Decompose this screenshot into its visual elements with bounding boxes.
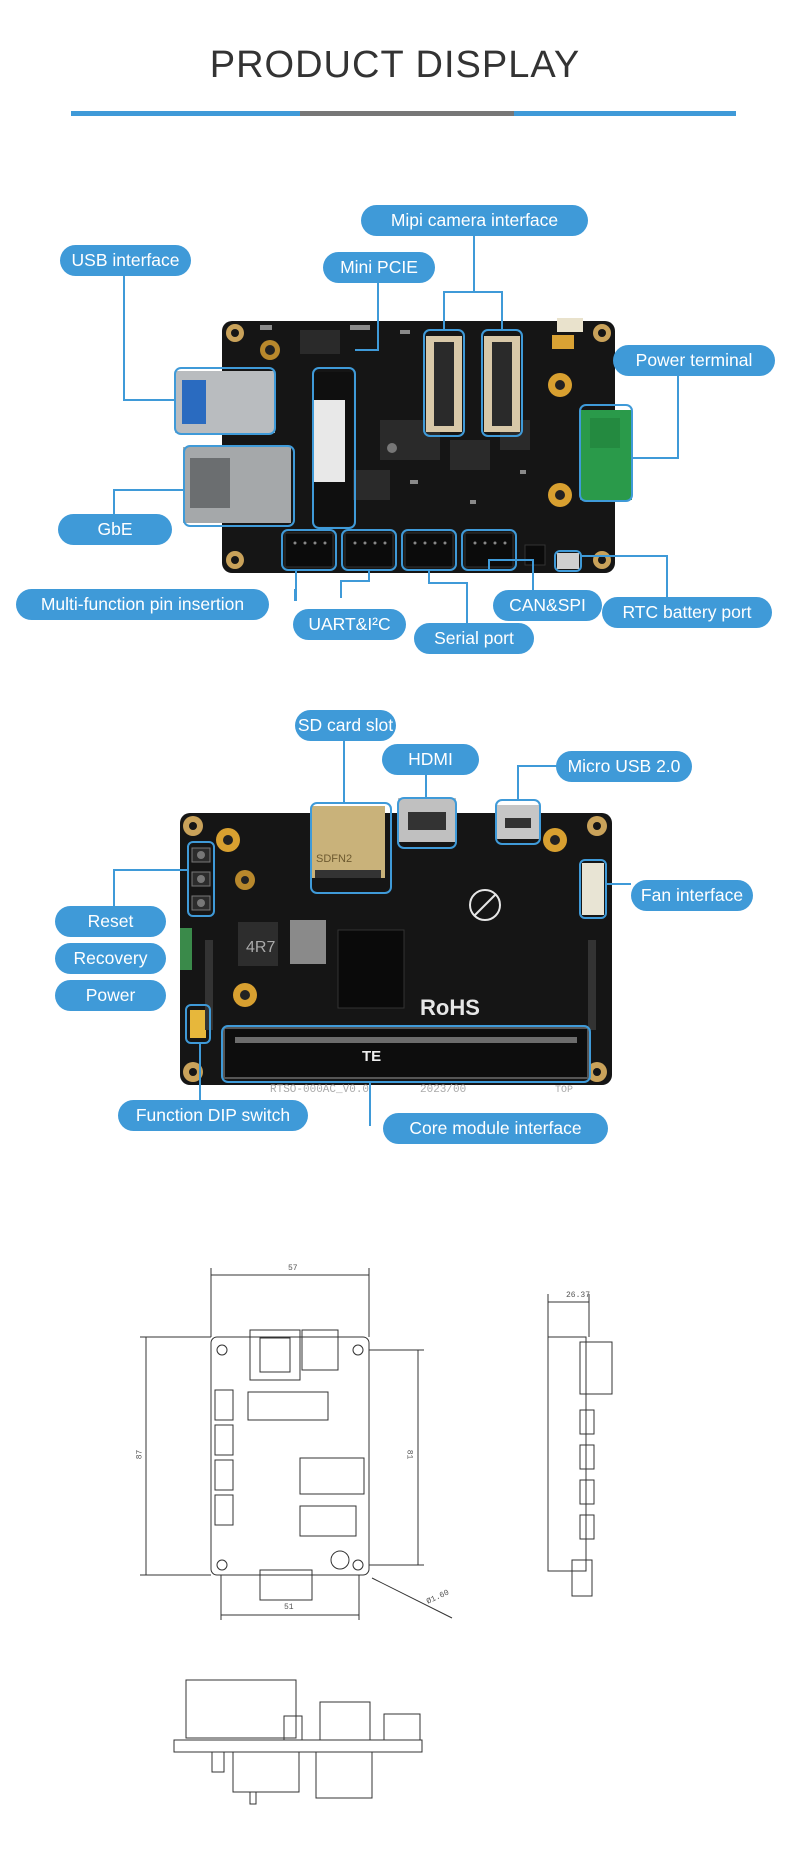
bottom-board-figure: SDFN2 4R7 RoHS TE RTSO-000AC_V0.0 2023/0… [113, 740, 631, 1126]
label-power-terminal: Power terminal [613, 345, 775, 376]
label-usb-interface: USB interface [60, 245, 191, 276]
label-uart-i2c: UART&I²C [293, 609, 406, 640]
soc-chip [337, 929, 405, 1009]
label-rtc-battery: RTC battery port [602, 597, 772, 628]
dimension-inner-height: 81 [404, 1449, 414, 1460]
title-underline-left [71, 111, 300, 116]
sd-card-slot [311, 806, 385, 878]
top-board-figure [113, 236, 679, 623]
pin-headers [284, 532, 546, 568]
core-module-connector [223, 1027, 589, 1079]
sd-silk: SDFN2 [316, 853, 352, 865]
dimension-side: 26.37 [566, 1291, 591, 1300]
label-fan-interface: Fan interface [631, 880, 753, 911]
dip-switch [190, 1010, 206, 1038]
model-silk: RTSO-000AC_V0.0 [270, 1084, 369, 1096]
label-serial-port: Serial port [414, 623, 534, 654]
label-core-module: Core module interface [383, 1113, 608, 1144]
top-silk: TOP [555, 1085, 573, 1096]
label-sd-card-slot: SD card slot [295, 710, 396, 741]
page-title: PRODUCT DISPLAY [209, 44, 581, 86]
label-multi-function-pin: Multi-function pin insertion [16, 589, 269, 620]
te-silk: TE [362, 1048, 381, 1065]
label-gbe: GbE [58, 514, 172, 545]
label-micro-usb: Micro USB 2.0 [556, 751, 692, 782]
drawing-side-view-outline [547, 1336, 587, 1572]
label-reset: Reset [55, 906, 166, 937]
label-hdmi: HDMI [382, 744, 479, 775]
label-power: Power [55, 980, 166, 1011]
inductor-silk: 4R7 [246, 939, 275, 956]
rohs-silk: RoHS [420, 995, 480, 1020]
label-can-spi: CAN&SPI [493, 590, 602, 621]
label-mipi-camera: Mipi camera interface [361, 205, 588, 236]
dimension-height: 87 [135, 1449, 145, 1460]
title-underline-right [514, 111, 736, 116]
label-mini-pcie: Mini PCIE [323, 252, 435, 283]
dimension-bottom-width: 51 [284, 1603, 294, 1612]
drawing-front-view-outline [173, 1739, 423, 1753]
dimension-width: 57 [288, 1264, 298, 1273]
label-recovery: Recovery [55, 943, 166, 974]
title-underline-middle [300, 111, 514, 116]
drawing-top-view-outline [210, 1336, 370, 1576]
fan-connector [582, 863, 604, 915]
date-silk: 2023/00 [420, 1084, 466, 1096]
label-function-dip: Function DIP switch [118, 1100, 308, 1131]
